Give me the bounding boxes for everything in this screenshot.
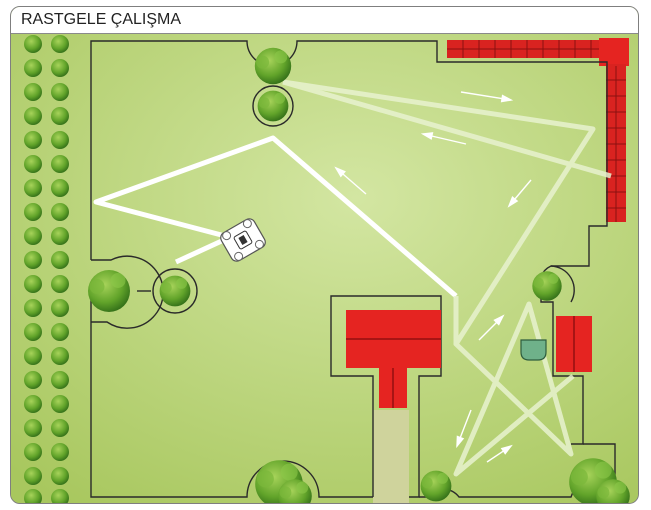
garden-map [11,34,638,503]
diagram-title: RASTGELE ÇALIŞMA [11,7,638,34]
lawn-area [11,34,638,503]
driveway [373,410,409,503]
diagram-frame: RASTGELE ÇALIŞMA [10,6,639,504]
charging-station-icon [521,340,546,360]
shed [556,316,592,372]
